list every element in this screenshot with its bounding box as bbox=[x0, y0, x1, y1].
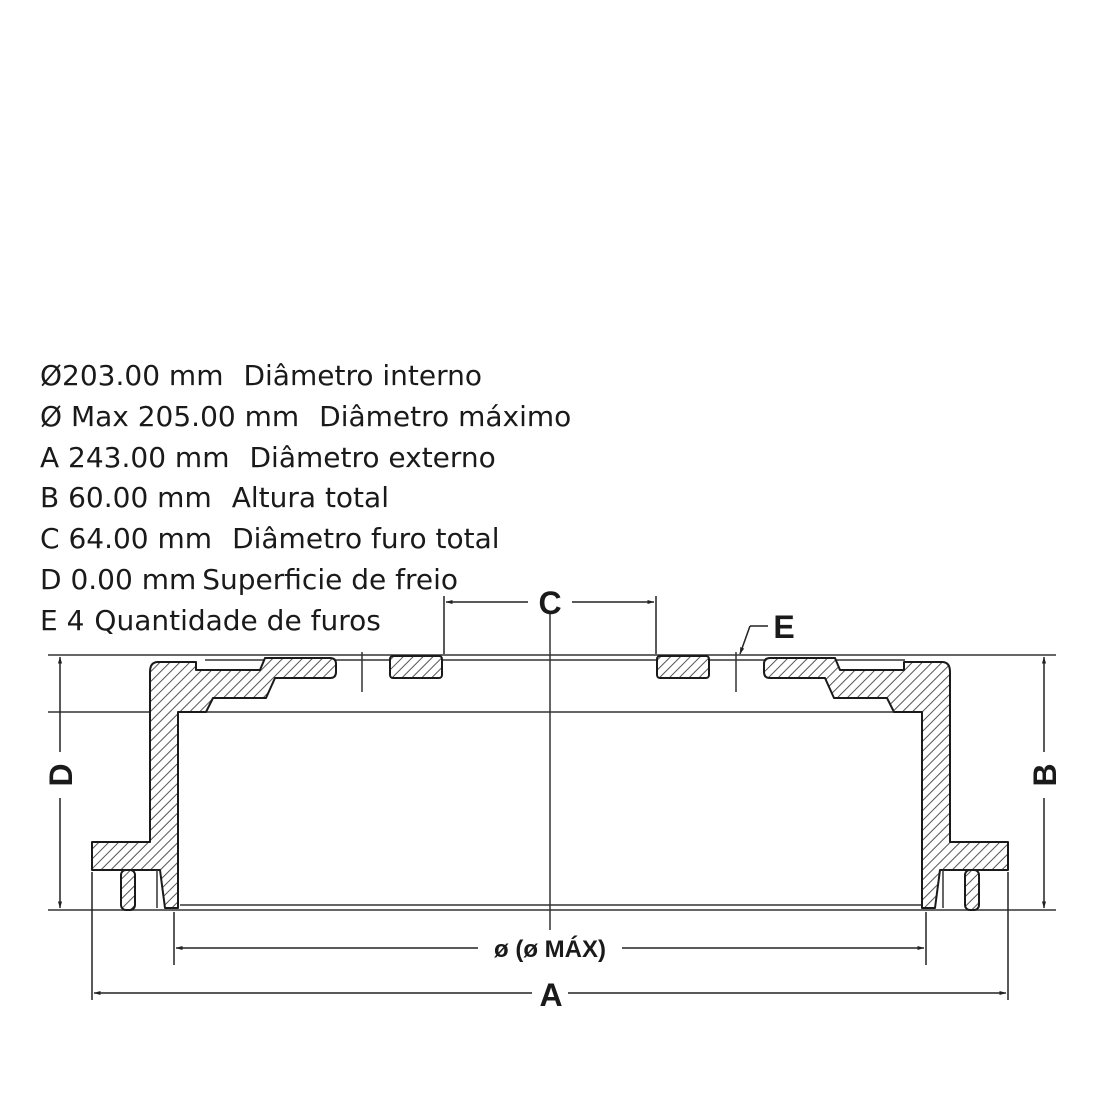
spec-inner-diameter: Ø203.00 mm Diâmetro interno bbox=[40, 356, 571, 397]
spec-desc: Diâmetro interno bbox=[243, 359, 483, 392]
label-diameter: ø (ø MÁX) bbox=[494, 935, 606, 963]
label-b: B bbox=[1027, 763, 1063, 786]
dimension-inner-diameter bbox=[173, 912, 927, 965]
spec-value: B 60.00 mm bbox=[40, 481, 212, 515]
spec-desc: Diâmetro furo total bbox=[232, 522, 500, 556]
drum-section-left bbox=[91, 655, 443, 911]
dimension-c bbox=[443, 596, 657, 654]
spec-total-height: B 60.00 mm Altura total bbox=[40, 478, 571, 519]
spec-desc: Quantidade de furos bbox=[94, 603, 381, 637]
spec-value: E 4 bbox=[40, 603, 85, 637]
spec-desc: Diâmetro externo bbox=[249, 440, 496, 474]
spec-value: D 0.00 mm bbox=[40, 562, 197, 596]
label-a: A bbox=[539, 977, 562, 1013]
label-e: E bbox=[773, 609, 794, 645]
drum-section-right bbox=[656, 655, 1009, 911]
spec-outer-diameter: A 243.00 mm Diâmetro externo bbox=[40, 438, 571, 479]
dimension-a bbox=[91, 872, 1009, 1000]
dimension-e bbox=[739, 625, 768, 655]
spec-hole-diameter: C 64.00 mm Diâmetro furo total bbox=[40, 519, 571, 560]
spec-value: Ø203.00 mm bbox=[40, 359, 224, 392]
spec-max-diameter: Ø Max 205.00 mm Diâmetro máximo bbox=[40, 397, 571, 438]
spec-value: Ø Max 205.00 mm bbox=[40, 399, 300, 433]
spec-value: C 64.00 mm bbox=[40, 522, 213, 556]
spec-desc: Superficie de freio bbox=[202, 562, 459, 596]
spec-list: Ø203.00 mm Diâmetro interno Ø Max 205.00 … bbox=[40, 356, 571, 642]
label-c: C bbox=[538, 585, 561, 621]
label-d: D bbox=[43, 763, 79, 786]
spec-desc: Diâmetro máximo bbox=[319, 399, 572, 433]
spec-value: A 243.00 mm bbox=[40, 440, 230, 474]
spec-hole-count: E 4 Quantidade de furos bbox=[40, 601, 571, 642]
spec-desc: Altura total bbox=[231, 481, 389, 515]
